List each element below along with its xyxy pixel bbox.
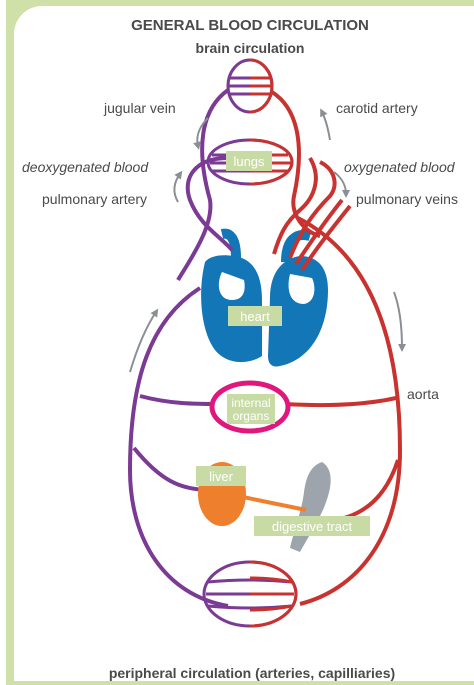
lungs: lungs (208, 140, 292, 184)
brain-circulation-label: brain circulation (196, 40, 305, 56)
carotid-arrow-icon (322, 112, 330, 140)
internal-organs-label-2: organs (233, 409, 270, 423)
oxygenated-blood-label: oxygenated blood (344, 159, 456, 175)
peripheral-circulation-label: peripheral circulation (arteries, capill… (109, 665, 395, 681)
peripheral-circulation (204, 562, 296, 626)
aorta-label: aorta (407, 386, 439, 402)
carotid-artery-label: carotid artery (336, 100, 418, 116)
pulmonary-artery-arrow-icon (174, 174, 180, 202)
pulmonary-vessels (188, 158, 350, 270)
heart-label: heart (240, 309, 270, 324)
digestive-label: digestive tract (272, 519, 353, 534)
internal-organs: internal organs (212, 383, 288, 431)
liver-label: liver (209, 469, 234, 484)
heart: heart (201, 234, 328, 367)
pulmonary-artery-label: pulmonary artery (42, 191, 147, 207)
aorta-arrow-icon (394, 292, 402, 348)
liver-digestive: liver digestive tract (196, 462, 370, 552)
diagram-title: GENERAL BLOOD CIRCULATION (131, 17, 369, 34)
jugular-vein-label: jugular vein (103, 100, 176, 116)
pulmonary-veins-label: pulmonary veins (356, 191, 458, 207)
deoxygenated-blood-label: deoxygenated blood (22, 159, 149, 175)
lungs-label: lungs (233, 154, 265, 169)
brain-circulation (228, 60, 272, 112)
internal-organs-label-1: internal (231, 396, 270, 410)
